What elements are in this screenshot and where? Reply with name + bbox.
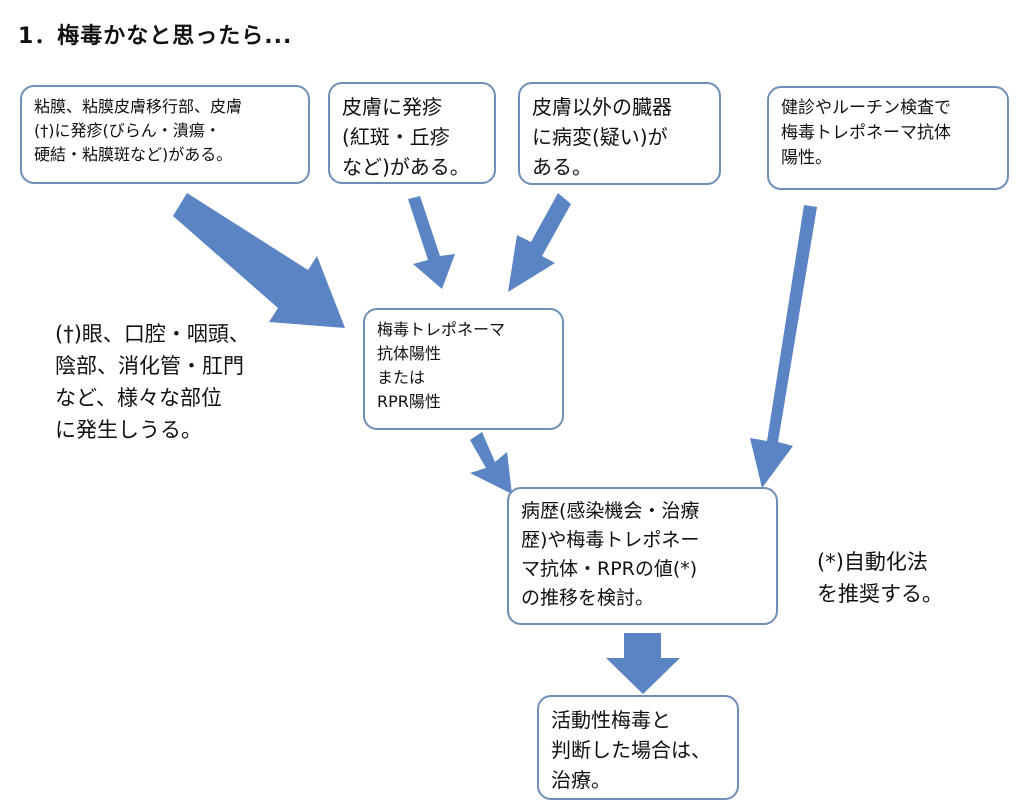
arrow-organ-to-positive bbox=[508, 193, 571, 292]
arrow-skin-to-positive bbox=[408, 196, 455, 289]
box-mucosa-rash: 粘膜、粘膜皮膚移行部、皮膚 (†)に発疹(びらん・潰瘍・ 硬結・粘膜斑など)があ… bbox=[20, 85, 310, 184]
arrow-mucosa-to-positive bbox=[173, 193, 345, 328]
box-treatment: 活動性梅毒と 判断した場合は、 治療。 bbox=[537, 695, 739, 800]
arrow-positive-to-history bbox=[470, 432, 512, 494]
box-serology-positive: 梅毒トレポネーマ 抗体陽性 または RPR陽性 bbox=[363, 308, 564, 430]
box-organ-lesion: 皮膚以外の臓器 に病変(疑い)が ある。 bbox=[518, 82, 721, 185]
note-automated-method: (*)自動化法 を推奨する。 bbox=[817, 550, 943, 606]
box-checkup-positive: 健診やルーチン検査で 梅毒トレポネーマ抗体 陽性。 bbox=[767, 86, 1009, 190]
box-skin-rash: 皮膚に発疹 (紅斑・丘疹 など)がある。 bbox=[328, 82, 496, 184]
box-review-history: 病歴(感染機会・治療 歴)や梅毒トレポネー マ抗体・RPRの値(*) の推移を検… bbox=[507, 487, 778, 625]
note-dagger-sites: (†)眼、口腔・咽頭、 陰部、消化管・肛門 など、様々な部位 に発生しうる。 bbox=[55, 322, 250, 442]
arrow-checkup-to-history bbox=[750, 205, 817, 488]
arrow-history-to-treatment bbox=[606, 633, 680, 694]
page-title: 1．梅毒かなと思ったら... bbox=[18, 24, 293, 49]
